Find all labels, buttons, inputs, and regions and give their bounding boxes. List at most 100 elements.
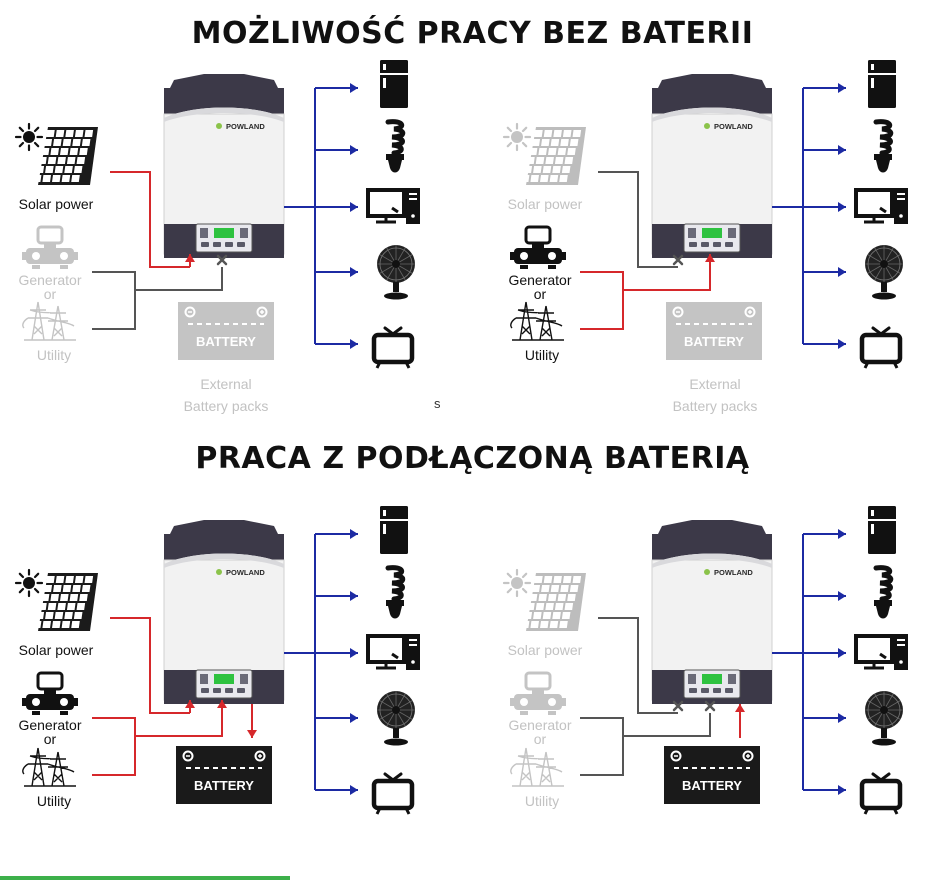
load-feed-line-arrowhead (350, 145, 358, 155)
load-feed-line-arrowhead (838, 785, 846, 795)
external-label: External (200, 376, 252, 392)
load-feed-line-arrowhead (350, 267, 358, 277)
generator-icon (510, 671, 566, 715)
or-label: or (43, 286, 57, 302)
inverter-icon: POWLAND (163, 74, 285, 258)
load-feed-line-arrowhead (350, 83, 358, 93)
brand-logo: POWLAND (226, 568, 265, 577)
load-feed-line-arrowhead (838, 145, 846, 155)
tv-icon (371, 772, 415, 815)
load-feed-line-arrowhead (350, 529, 358, 539)
external-label: External (689, 376, 741, 392)
generator-label: Generator (508, 717, 572, 733)
generator-icon (22, 225, 78, 269)
solar-input-arrow-arrowhead (185, 254, 195, 262)
utility-pylon-icon (510, 301, 564, 341)
fan-icon (865, 691, 903, 746)
disconnect-x-icon (672, 700, 684, 712)
grid-bus-line (92, 271, 136, 330)
solar-panel-icon (32, 127, 98, 185)
grid-to-inverter-line (623, 267, 711, 291)
stray-text: s (434, 396, 441, 411)
grid-to-inverter-line (623, 713, 711, 737)
brand-logo: POWLAND (226, 122, 265, 131)
load-feed-line-arrowhead (838, 339, 846, 349)
utility-label: Utility (524, 793, 560, 809)
battery-label: BATTERY (682, 778, 742, 793)
load-feed-line-arrowhead (838, 202, 846, 212)
fan-icon (377, 691, 415, 746)
grid-bus-line (580, 271, 624, 330)
sun-icon (502, 122, 532, 152)
bulb-icon (385, 119, 406, 173)
or-label: or (43, 731, 57, 747)
utility-label: Utility (36, 347, 72, 363)
solar-panel-icon (32, 573, 98, 631)
fan-icon (377, 245, 415, 300)
solar-input-arrow-arrowhead (185, 700, 195, 708)
load-feed-line-arrowhead (838, 529, 846, 539)
load-feed-line-arrowhead (350, 339, 358, 349)
battery-packs-label: Battery packs (183, 398, 269, 414)
solar-panel-icon (520, 573, 586, 631)
computer-icon (366, 188, 420, 224)
battery-discharge-arrow-arrowhead (735, 704, 745, 712)
grid-to-inverter-line (135, 713, 223, 737)
load-feed-line-arrowhead (350, 591, 358, 601)
solar-label: Solar power (18, 642, 94, 658)
utility-label: Utility (36, 793, 72, 809)
battery-icon: BATTERY (666, 302, 762, 360)
computer-icon (854, 634, 908, 670)
or-label: or (533, 286, 547, 302)
disconnect-x-icon (216, 254, 228, 266)
bulb-icon (385, 565, 406, 619)
solar-to-inverter-line (110, 171, 190, 268)
load-feed-line-arrowhead (350, 202, 358, 212)
computer-icon (366, 634, 420, 670)
fridge-icon (380, 506, 408, 554)
solar-label: Solar power (507, 642, 583, 658)
fan-icon (865, 245, 903, 300)
bottom-accent-bar (0, 876, 290, 880)
computer-icon (854, 188, 908, 224)
solar-panel-icon (520, 127, 586, 185)
battery-label: BATTERY (196, 334, 256, 349)
battery-icon: BATTERY (176, 746, 272, 804)
battery-icon: BATTERY (664, 746, 760, 804)
utility-pylon-icon (22, 747, 76, 787)
battery-packs-label: Battery packs (672, 398, 758, 414)
sun-icon (14, 122, 44, 152)
load-feed-line-arrowhead (838, 267, 846, 277)
generator-label: Generator (18, 272, 82, 288)
utility-pylon-icon (22, 301, 76, 341)
generator-label: Generator (508, 272, 572, 288)
utility-pylon-icon (510, 747, 564, 787)
disconnect-x-icon (704, 700, 716, 712)
brand-logo: POWLAND (714, 122, 753, 131)
tv-icon (859, 772, 903, 815)
generator-label: Generator (18, 717, 82, 733)
tv-icon (859, 326, 903, 369)
battery-icon: BATTERY (178, 302, 274, 360)
generator-icon (22, 671, 78, 715)
brand-logo: POWLAND (714, 568, 753, 577)
tv-icon (371, 326, 415, 369)
battery-label: BATTERY (684, 334, 744, 349)
bulb-icon (873, 119, 894, 173)
grid-to-inverter-line (135, 267, 223, 291)
fridge-icon (380, 60, 408, 108)
grid-input-arrow-arrowhead (217, 700, 227, 708)
load-feed-line-arrowhead (350, 785, 358, 795)
inverter-icon: POWLAND (163, 520, 285, 704)
load-feed-line-arrowhead (838, 83, 846, 93)
load-feed-line-arrowhead (838, 591, 846, 601)
battery-charge-arrow-arrowhead (247, 730, 257, 738)
battery-label: BATTERY (194, 778, 254, 793)
grid-bus-line (92, 717, 136, 776)
solar-to-inverter-line (598, 617, 678, 714)
title-with-battery: PRACA Z PODŁĄCZONĄ BATERIĄ (195, 441, 750, 476)
generator-icon (510, 225, 566, 269)
solar-label: Solar power (507, 196, 583, 212)
fridge-icon (868, 60, 896, 108)
